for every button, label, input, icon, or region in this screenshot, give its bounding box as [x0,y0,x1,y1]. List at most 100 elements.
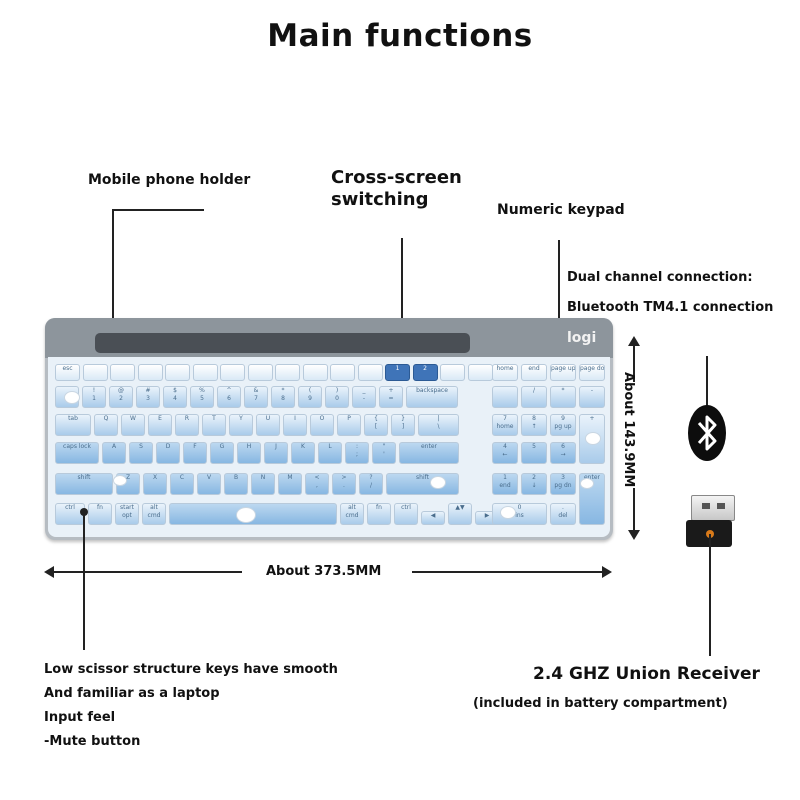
keyboard-key: enter [399,442,459,464]
keyboard-key: fn [367,503,391,525]
keyboard-key: B [224,473,248,495]
character-decoration [580,478,594,489]
keyboard-key: + = [379,386,403,408]
keyboard-key: 8 ↑ [521,414,547,436]
usb-receiver-plug [691,495,735,521]
keyboard-key: esc [55,364,80,381]
receiver-note: (included in battery compartment) [473,696,728,711]
keyboard-key: * [550,386,576,408]
feature-line-1: Low scissor structure keys have smooth [44,662,338,677]
keyboard-key: ) 0 [325,386,349,408]
height-arrow-bottom [628,530,640,540]
height-arrow-top [628,336,640,346]
keyboard-key: ctrl [394,503,418,525]
phone-holder-slot [95,333,470,353]
character-decoration [585,432,601,445]
keyboard-key: 3 pg dn [550,473,576,495]
bluetooth-label: Bluetooth TM4.1 connection [567,300,774,315]
keyboard-key: caps lock [55,442,99,464]
keyboard-key: end [521,364,547,381]
keyboard-key: ^ 6 [217,386,241,408]
keyboard-key: E [148,414,172,436]
phone-holder-label: Mobile phone holder [88,172,251,188]
keyboard-key: F [183,442,207,464]
keyboard-key: * 8 [271,386,295,408]
keyboard-key [220,364,245,381]
keyboard-key: } ] [391,414,415,436]
keyboard-key [467,364,493,381]
keyboard-key: 1 [385,364,410,381]
character-decoration [430,476,446,489]
keyboard-key: ! 1 [82,386,106,408]
width-label: About 373.5MM [266,564,382,579]
numeric-keypad-label: Numeric keypad [497,202,625,218]
keyboard-key: U [256,414,280,436]
keyboard-key: J [264,442,288,464]
keyboard-key: N [251,473,275,495]
keyboard-key: K [291,442,315,464]
width-line-left [52,571,242,573]
keyboard-key: shift [386,473,459,495]
character-decoration [500,506,516,519]
keyboard-key: T [202,414,226,436]
keyboard-key: " ' [372,442,396,464]
keyboard-key: I [283,414,307,436]
keyboard-key: V [197,473,221,495]
keyboard-key [247,364,273,381]
dual-channel-label: Dual channel connection: [567,270,753,285]
keyboard-key: 5 [521,442,547,464]
keyboard-key: Y [229,414,253,436]
keyboard-key [165,364,190,381]
character-decoration [113,475,127,486]
keyboard-key: - [579,386,605,408]
keyboard-key: Q [94,414,118,436]
keyboard-key: L [318,442,342,464]
height-label-bg [618,382,648,488]
keyboard-key: # 3 [136,386,160,408]
cross-screen-label-1: Cross-screen [331,167,462,188]
keyboard-key: < , [305,473,329,495]
keyboard-key [492,386,518,408]
feature-line [83,512,85,650]
keyboard-key: ◀ [421,511,445,525]
keyboard-key [137,364,163,381]
keyboard-key: 6 → [550,442,576,464]
keyboard-key: . del [550,503,576,525]
keyboard-key: W [121,414,145,436]
keyboard-key: : ; [345,442,369,464]
keyboard-key: alt cmd [142,503,166,525]
keyboard-key [357,364,383,381]
bluetooth-line [706,356,708,406]
keyboard-key: _ - [352,386,376,408]
keyboard-key: fn [88,503,112,525]
logi-logo: logi [567,330,597,346]
keyboard-key: tab [55,414,91,436]
keyboard-key: page down [579,364,605,381]
character-decoration [64,391,80,404]
keyboard-key: 7 home [492,414,518,436]
keyboard-key: page up [550,364,576,381]
keyboard-key: G [210,442,234,464]
feature-dot [80,508,88,516]
keyboard-key: home [492,364,518,381]
keyboard-key: M [278,473,302,495]
keyboard-key: 4 ← [492,442,518,464]
height-label: About 143.9MM [621,372,636,488]
keyboard-key: / [521,386,547,408]
cross-screen-label-2: switching [331,189,429,210]
keyboard-key: A [102,442,126,464]
keyboard-key: O [310,414,334,436]
keyboard-key [82,364,108,381]
keyboard-key: > . [332,473,356,495]
keyboard-key: alt cmd [340,503,364,525]
keyboard-key: R [175,414,199,436]
keyboard-key: % 5 [190,386,214,408]
numeric-keypad-line [558,240,560,365]
keyboard-key: @ 2 [109,386,133,408]
phone-holder-line-h [112,209,204,211]
keyboard-key [440,364,465,381]
width-line-right [412,571,604,573]
keyboard-key [302,364,328,381]
feature-line-4: -Mute button [44,734,141,749]
receiver-line [709,534,711,656]
